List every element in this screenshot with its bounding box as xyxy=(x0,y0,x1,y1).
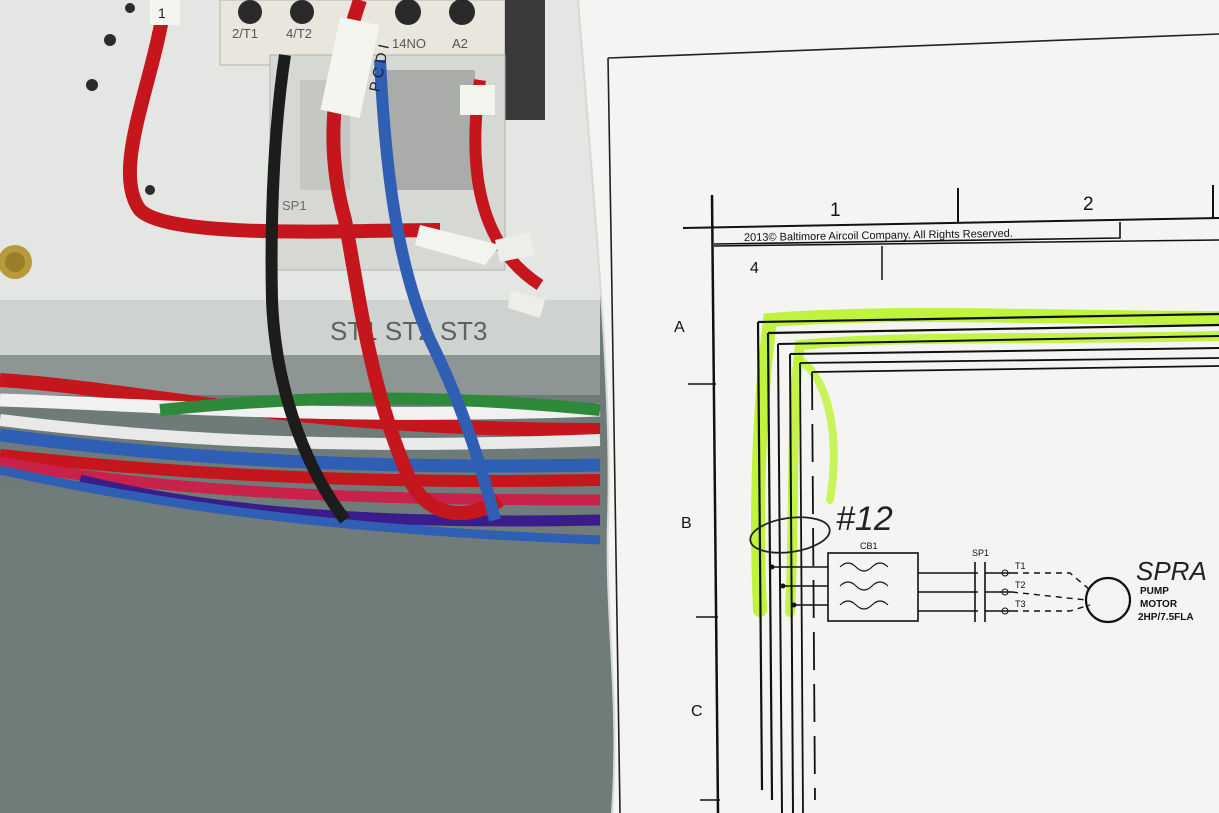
motor-line-2: MOTOR xyxy=(1140,599,1178,610)
row-label-a: A xyxy=(674,319,685,336)
pump-motor-symbol xyxy=(1084,576,1132,624)
terminal-label-4t2: 4/T2 xyxy=(286,26,312,41)
motor-handwritten: SPRA xyxy=(1136,556,1207,586)
copyright-note: 2013© Baltimore Aircoil Company. All Rig… xyxy=(744,228,1013,244)
column-label-1: 1 xyxy=(830,200,841,221)
motor-line-1: PUMP xyxy=(1140,586,1169,597)
terminal-t3: T3 xyxy=(1015,599,1026,609)
handwritten-ellipse xyxy=(749,516,831,554)
enclosure-floor xyxy=(0,490,620,813)
control-panel-photo: 2/T1 4/T2 14NO A2 SP1 ST1 ST2 ST3 1 P C xyxy=(0,0,620,813)
terminal-label-a2: A2 xyxy=(452,36,468,51)
blue-wire xyxy=(374,59,501,522)
row-label-c: C xyxy=(691,703,703,720)
handwritten-note: #12 xyxy=(836,500,893,538)
row-label-b: B xyxy=(681,515,692,532)
subcolumn-label-4: 4 xyxy=(750,260,759,277)
terminal-label-2t1: 2/T1 xyxy=(232,26,258,41)
starter-label: SP1 xyxy=(972,548,989,558)
column-label-2: 2 xyxy=(1083,194,1094,215)
circuit-breaker-cb1 xyxy=(827,552,919,622)
terminal-label-14no: 14NO xyxy=(392,36,426,51)
motor-line-3: 2HP/7.5FLA xyxy=(1138,612,1194,623)
sp1-panel-label: SP1 xyxy=(282,198,307,213)
breaker-label: CB1 xyxy=(860,541,878,551)
terminal-t1: T1 xyxy=(1015,561,1026,571)
st-panel-label: ST1 ST2 ST3 xyxy=(330,316,488,346)
schematic-paper: 1 2 2013© Baltimore Aircoil Company. All… xyxy=(577,0,1219,813)
terminal-t2: T2 xyxy=(1015,580,1026,590)
wire-marker-1: 1 xyxy=(158,5,166,21)
